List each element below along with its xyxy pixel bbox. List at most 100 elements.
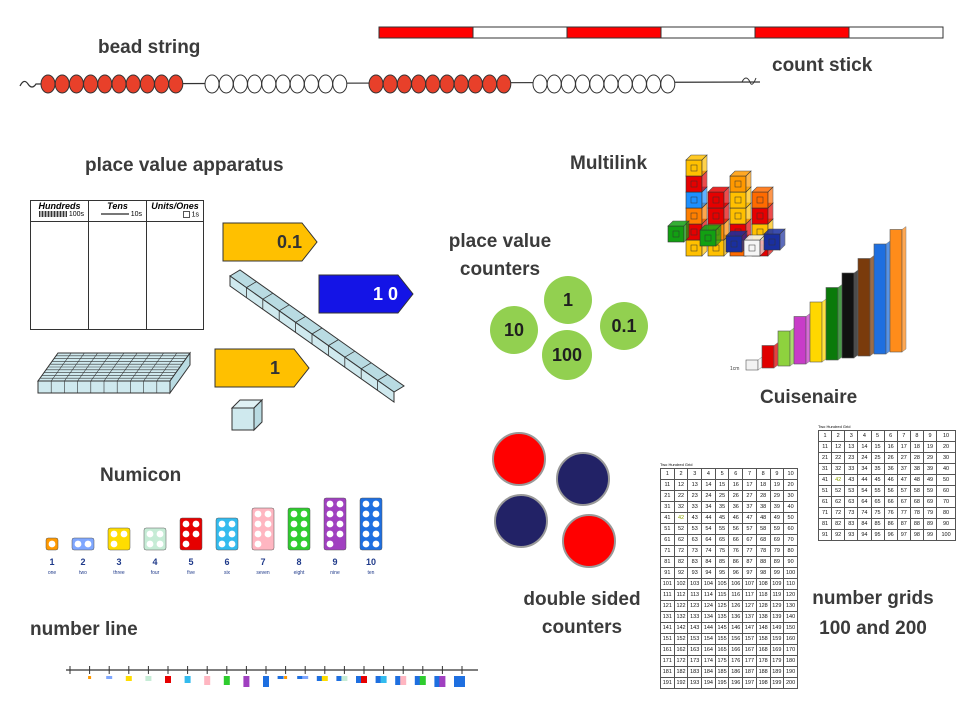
bead-white	[332, 74, 348, 94]
cuisenaire-rod	[857, 258, 871, 357]
bead-string-label: bead string	[98, 37, 201, 58]
number-line-marker	[263, 676, 269, 687]
number-line-marker	[106, 676, 113, 679]
number-line	[66, 666, 478, 687]
count-stick-segment	[848, 26, 944, 39]
tens-sub: 10s	[89, 211, 146, 218]
cuisenaire-rod	[761, 345, 775, 369]
count-stick-segment	[566, 26, 662, 39]
number-line-marker	[419, 676, 426, 685]
multilink-cube	[699, 229, 717, 247]
arrow-card-ten: 1 0	[318, 274, 414, 314]
number-line-marker	[204, 676, 211, 685]
cuisenaire-rods: 1cm	[730, 226, 907, 372]
bead-white	[560, 74, 576, 94]
number-line-marker	[439, 676, 446, 687]
units-sub: 1s	[147, 211, 203, 218]
numicon-word: eight	[294, 570, 305, 576]
numicon-shape-5	[179, 517, 203, 551]
bead-red	[467, 74, 483, 94]
bead-red	[482, 74, 498, 94]
number-line-marker	[400, 676, 407, 685]
unit-cube	[230, 398, 264, 432]
cuisenaire-rod	[777, 330, 791, 367]
number-line-marker	[88, 676, 92, 679]
multilink-cube	[751, 191, 769, 209]
ten-rod	[229, 269, 405, 403]
bead-white	[218, 74, 234, 94]
numicon-word: six	[224, 570, 231, 576]
bead-red	[139, 74, 155, 94]
bead-white	[603, 74, 619, 94]
number-line-marker	[321, 676, 328, 681]
pv-counter-hundred: 100	[542, 330, 592, 380]
numicon-label: Numicon	[100, 465, 182, 486]
bead-white	[204, 74, 220, 94]
multilink-cube	[729, 175, 747, 193]
pv-counter-one: 1	[544, 276, 592, 324]
counter-navy-2	[494, 494, 548, 548]
number-grids-label: number grids 100 and 200	[812, 588, 934, 639]
bead-red	[411, 74, 427, 94]
units-header: Units/Ones	[151, 201, 199, 211]
bead-white	[275, 74, 291, 94]
numicon-shape-6	[215, 517, 239, 551]
bead-red	[40, 74, 56, 94]
bead-red	[425, 74, 441, 94]
grid-200-title: Two Hundred Grid	[660, 462, 693, 467]
bead-red	[453, 74, 469, 94]
multilink-label: Multilink	[570, 153, 648, 174]
numicon-digit: 1	[49, 557, 54, 567]
arrow-card-tenth: 0.1	[222, 222, 318, 262]
bead-red	[396, 74, 412, 94]
numicon-word: four	[151, 570, 160, 576]
bead-red	[168, 74, 184, 94]
numicon-shape-2	[71, 537, 95, 551]
double-sided-counters-label: double sided counters	[523, 589, 641, 638]
numicon-shape-1	[45, 537, 59, 551]
cuisenaire-rod	[793, 316, 807, 365]
bead-red	[125, 74, 141, 94]
number-line-marker	[165, 676, 171, 683]
count-stick-segment	[754, 26, 850, 39]
numicon-digit: 7	[260, 557, 265, 567]
numicon-digit: 4	[152, 557, 157, 567]
bead-white	[546, 74, 562, 94]
number-line-marker	[302, 676, 309, 679]
multilink-cube	[667, 225, 685, 243]
bead-white	[532, 74, 548, 94]
number-line-label: number line	[30, 619, 138, 640]
place-value-apparatus-label: place value apparatus	[85, 155, 284, 176]
numicon-word: five	[187, 570, 195, 576]
pv-counter-tenth: 0.1	[600, 302, 648, 350]
count-stick-segment	[378, 26, 474, 39]
cuisenaire-rod	[873, 243, 887, 355]
counter-navy-1	[556, 452, 610, 506]
multilink-cube	[685, 191, 703, 209]
bead-white	[289, 74, 305, 94]
arrow-card-one: 1	[214, 348, 310, 388]
place-value-counters-label: place value counters	[448, 231, 552, 280]
number-line-marker	[243, 676, 250, 687]
bead-red	[111, 74, 127, 94]
multilink-cube	[707, 191, 725, 209]
numicon-shape-7	[251, 507, 275, 551]
bead-white	[261, 74, 277, 94]
count-stick	[378, 26, 944, 39]
numicon-digit: 2	[80, 557, 85, 567]
tens-header: Tens	[107, 201, 128, 211]
bead-white	[247, 74, 263, 94]
bead-white	[303, 74, 319, 94]
count-stick-segment	[660, 26, 756, 39]
multilink-cube	[685, 239, 703, 257]
number-line-marker	[184, 676, 191, 683]
bead-white	[318, 74, 334, 94]
number-line-marker	[145, 676, 152, 681]
bead-red	[54, 74, 70, 94]
numicon-word: nine	[330, 570, 340, 576]
numicon-shapes: 1one2two3three4four5five6six7seven8eight…	[45, 497, 383, 576]
counter-red-1	[492, 432, 546, 486]
bead-red	[97, 74, 113, 94]
number-line-marker	[284, 676, 288, 679]
